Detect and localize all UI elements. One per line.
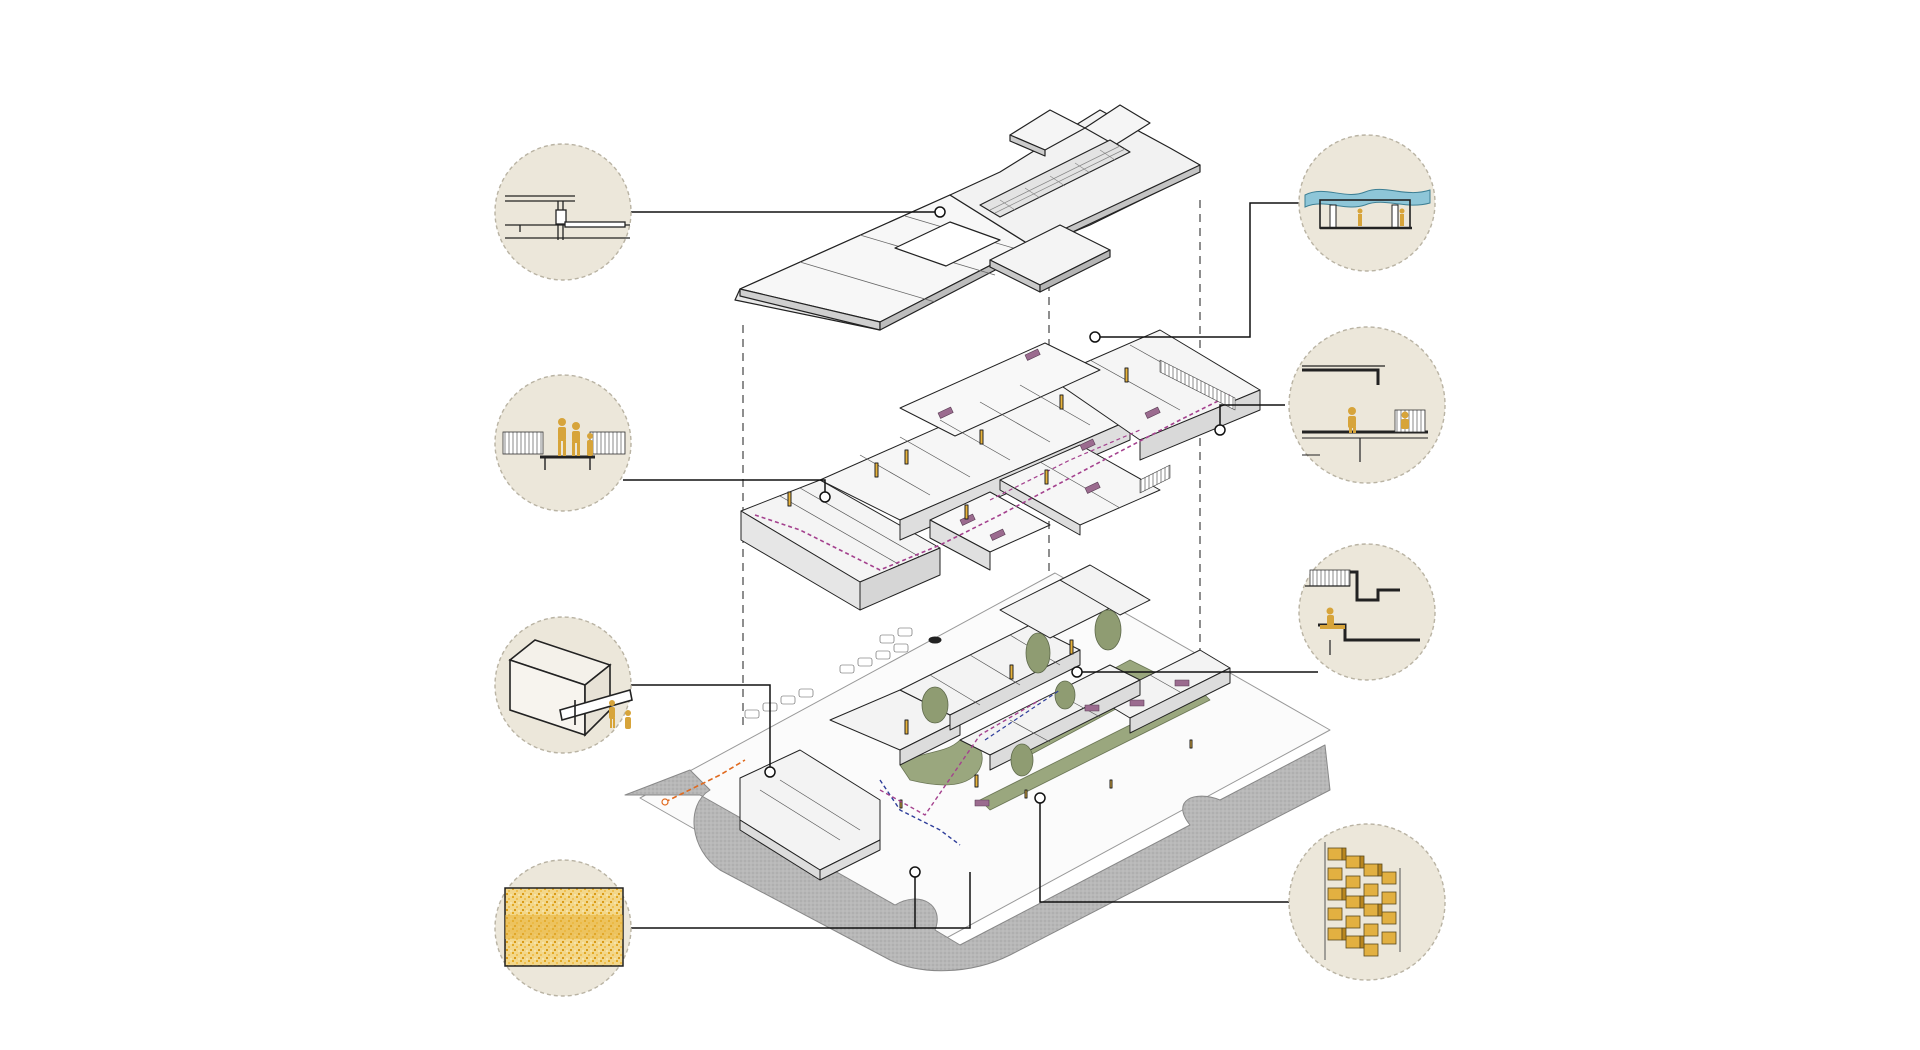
block-facade-icon <box>1324 842 1401 960</box>
ground-floor-layer <box>624 564 1331 972</box>
detail-circle-stair <box>1298 543 1436 681</box>
upper-floor-layer <box>740 329 1261 611</box>
detail-circle-paving <box>494 859 632 997</box>
detail-circle-roof-eave <box>494 143 632 281</box>
detail-circle-entrance <box>494 616 633 754</box>
canopy-box-icon <box>508 639 633 737</box>
people-walkway-icon <box>502 418 626 470</box>
detail-circle-block-facade <box>1288 823 1446 981</box>
road <box>624 744 1331 972</box>
detail-circle-walkway <box>494 374 632 512</box>
roof-edge-section-icon <box>505 195 630 240</box>
callout-anchors <box>764 206 1226 878</box>
detail-circle-roof-water <box>1298 134 1436 272</box>
water-roof-icon <box>1304 188 1431 230</box>
roof-layer <box>734 104 1201 331</box>
balcony-section-icon <box>1302 365 1428 462</box>
detail-circle-balcony <box>1288 326 1446 484</box>
